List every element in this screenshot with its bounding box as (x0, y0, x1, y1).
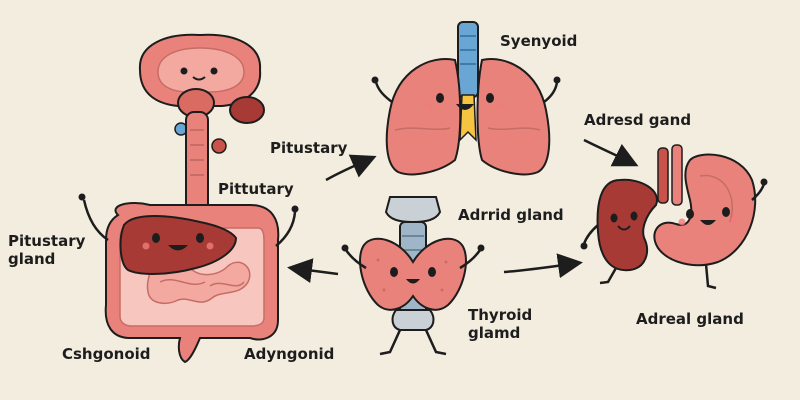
connector-arrows (287, 138, 639, 283)
label-pitustary-gland-line1: Pitustary (8, 232, 86, 250)
thyroid-dot-2 (444, 260, 448, 264)
thyroid-base (391, 309, 435, 331)
liver-eye-left (152, 233, 160, 243)
lung-fold-left (394, 127, 451, 131)
digestive-hand-right (291, 205, 299, 213)
liver-eye-right (196, 233, 204, 243)
label-cshgonoid: Cshgonoid (62, 345, 151, 363)
thyroid-dot-4 (440, 288, 444, 292)
kidney-eye-right (630, 211, 638, 221)
stomach-smile (700, 220, 716, 225)
thyroid-cartilage (384, 196, 442, 224)
lung-hand-right (553, 76, 561, 84)
thyroid-hand-left (341, 244, 349, 252)
label-pitustary-gland-line2: gland (8, 250, 56, 268)
thyroid-lobes (359, 237, 467, 311)
thyroid-eye-right (428, 267, 436, 277)
lung-hand-left (371, 76, 379, 84)
label-pitustary-gland: Pitustary gland (8, 232, 85, 268)
arrow-to-stomach (583, 138, 639, 167)
digestive-hand-left (78, 193, 86, 201)
label-adrrid-gland: Adrrid gland (458, 206, 564, 224)
stomach-arm-right (751, 183, 766, 201)
label-thyroid-glamd: Thyroid glamd (468, 306, 532, 342)
thyroid-leg-right (424, 329, 447, 356)
digestive-arm-left (82, 199, 109, 242)
stomach-eye-right (722, 207, 730, 217)
brain-inner (157, 47, 245, 93)
lung-eye-right (486, 93, 494, 103)
bronchi (459, 94, 477, 142)
lung-cheek-right (496, 102, 504, 110)
lung-right (476, 58, 551, 176)
arrow-to-digestive (287, 258, 339, 283)
lung-left (385, 58, 462, 176)
kidney-leg (599, 267, 618, 285)
thyroid-smile (406, 279, 420, 284)
stomach-inner (699, 174, 733, 223)
label-pitustary-top: Pitustary (270, 139, 348, 157)
thyroid-hand-right (477, 244, 485, 252)
brain-eye-right (210, 67, 218, 75)
label-adyngonid: Adyngonid (244, 345, 335, 363)
lung-eye-left (436, 93, 444, 103)
arrow-to-kidney (503, 253, 583, 279)
thyroid-figure (341, 196, 485, 356)
stomach-cheek-left (678, 218, 686, 226)
brain-smile (192, 76, 206, 81)
stomach-eye-left (686, 209, 694, 219)
brain-and-digestive-figure (78, 33, 299, 364)
arrow-to-lungs (325, 154, 377, 182)
thyroid-arm-right (459, 249, 482, 270)
lung-arm-right (543, 81, 559, 103)
kidney-eye-left (610, 213, 618, 223)
cerebellum (229, 96, 265, 124)
thyroid-dot-3 (382, 288, 386, 292)
label-syenyoid: Syenyoid (500, 32, 578, 50)
liver-cheek-left (142, 242, 150, 250)
digestive-arm-right (275, 211, 297, 247)
stomach-hand-right (760, 178, 768, 186)
brain-eye-left (180, 67, 188, 75)
thyroid-leg-left (379, 329, 402, 356)
lung-smile (456, 104, 474, 110)
kidney-hand-left (580, 242, 588, 250)
vessel-right (671, 144, 683, 206)
lung-cheek-left (426, 102, 434, 110)
label-thyroid-line2: glamd (468, 324, 521, 342)
label-adreal-gland: Adreal gland (636, 310, 744, 328)
vessel-left (657, 147, 669, 204)
kidney-arm-left (582, 224, 599, 245)
kidney (596, 178, 658, 272)
small-red-gland (211, 138, 227, 154)
stomach (653, 153, 757, 267)
kidney-stomach-figure (580, 144, 768, 290)
liver (119, 215, 238, 275)
thyroid-dot-1 (376, 258, 380, 262)
thyroid-eye-left (390, 267, 398, 277)
lung-fold-right (487, 127, 541, 131)
liver-cheek-right (206, 242, 214, 250)
label-pittutary: Pittutary (218, 180, 294, 198)
label-thyroid-line1: Thyroid (468, 306, 533, 324)
label-adresd-gand: Adresd gand (584, 111, 692, 129)
intestine-loop-line-2 (209, 281, 245, 287)
kidney-smile (617, 225, 631, 231)
stomach-leg (704, 263, 717, 290)
lungs-figure (371, 21, 561, 176)
intestine-loop-line-1 (159, 279, 206, 285)
thyroid-arm-left (344, 249, 367, 270)
spinal-column (185, 111, 209, 213)
stomach-cheek-right (730, 216, 738, 224)
liver-smile (168, 245, 188, 251)
trachea (457, 21, 479, 98)
lung-arm-left (374, 81, 393, 103)
